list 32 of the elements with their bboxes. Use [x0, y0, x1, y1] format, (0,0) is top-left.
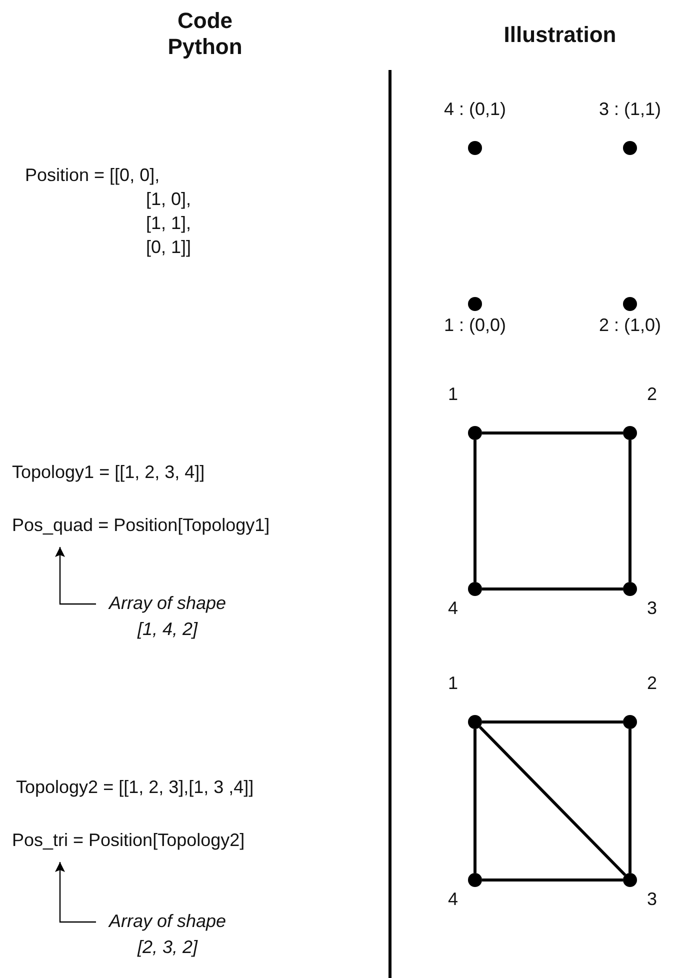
- column-heading: Illustration: [502, 22, 618, 48]
- leader-arrow: [55, 547, 96, 605]
- point-label: 4: [448, 598, 458, 619]
- edge-line: [628, 440, 632, 582]
- code-line: Topology1 = [[1, 2, 3, 4]]: [12, 462, 205, 483]
- point-label: 3: [647, 598, 657, 619]
- point-label: 2 : (1,0): [598, 315, 662, 336]
- edge-line: [478, 726, 626, 876]
- edge-line: [482, 878, 623, 882]
- annotation-text: Array of shape [2, 3, 2]: [100, 908, 235, 960]
- point-label: 4 : (0,1): [444, 99, 506, 120]
- point-label: 1: [448, 384, 458, 405]
- point-label: 3 : (1,1): [598, 99, 662, 120]
- edge-line: [474, 729, 476, 873]
- edge-line: [482, 588, 623, 590]
- point-label: 3: [647, 889, 657, 910]
- code-line: Topology2 = [[1, 2, 3],[1, 3 ,4]]: [16, 777, 254, 798]
- point-label: 2: [647, 673, 657, 694]
- point-label: 4: [448, 889, 458, 910]
- leader-arrow: [55, 862, 96, 923]
- code-line: Pos_quad = Position[Topology1]: [12, 515, 270, 545]
- column-heading: Code Python: [166, 8, 244, 60]
- edge-line: [482, 720, 623, 724]
- point-label: 1 : (0,0): [444, 315, 506, 336]
- edge-line: [628, 729, 632, 873]
- code-line: Pos_tri = Position[Topology2]: [12, 830, 245, 860]
- edge-line: [474, 440, 476, 582]
- annotation-text: Array of shape [1, 4, 2]: [100, 590, 235, 642]
- point-label: 2: [647, 384, 657, 405]
- edge-line: [482, 432, 623, 434]
- point-label: 1: [448, 673, 458, 694]
- code-line: Position = [[0, 0], [1, 0], [1, 1], [0, 1]]: [25, 164, 192, 259]
